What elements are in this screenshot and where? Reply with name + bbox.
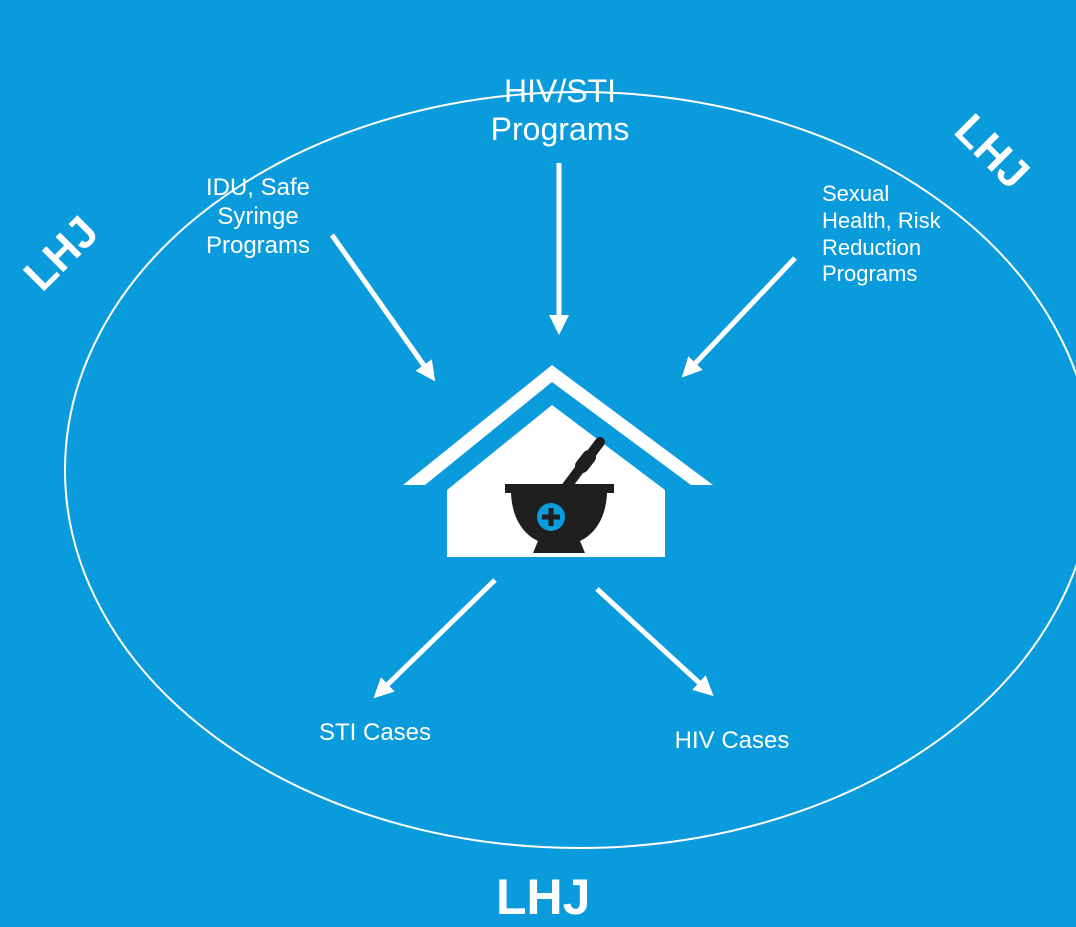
idu-syringe-programs-label: IDU, Safe Syringe Programs [205,174,311,259]
pestle-icon [562,437,605,491]
sexual-health-programs-label: Sexual Health, Risk Reduction Programs [822,181,941,287]
arrow-sexual-health-to-pharmacy [681,256,797,378]
lhj-label-bottom: LHJ [496,869,591,925]
arrow-pharmacy-to-hiv [595,587,714,697]
medical-plus-icon [537,503,565,531]
arrow-idu-to-pharmacy [329,233,436,382]
hiv-cases-label: HIV Cases [674,727,790,754]
house-roof [403,365,713,485]
pharmacy-house-icon [403,365,713,557]
hiv-sti-programs-label: HIV/STI Programs [490,73,630,148]
lhj-boundary-ellipse [64,91,1076,849]
arrow-pharmacy-to-sti [373,578,497,699]
house-body [447,405,665,557]
sti-cases-label: STI Cases [318,719,432,746]
